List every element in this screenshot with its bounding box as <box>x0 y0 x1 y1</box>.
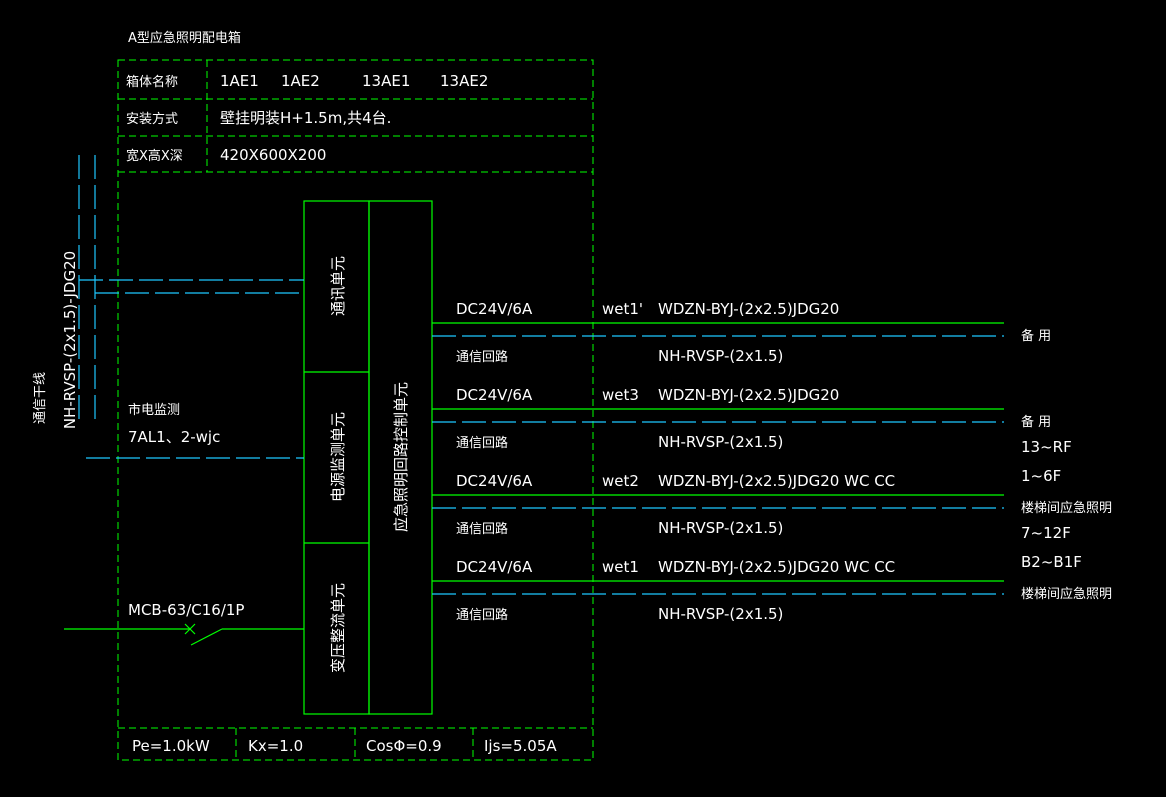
circuit-comm-label: 通信回路 <box>456 349 508 365</box>
circuit-rating: DC24V/6A <box>456 386 533 404</box>
control-unit-label: 应急照明回路控制单元 <box>392 382 410 532</box>
header-value-13AE1: 13AE1 <box>362 72 410 90</box>
footer-ijs: Ijs=5.05A <box>484 737 557 755</box>
header-label-name: 箱体名称 <box>126 74 178 90</box>
circuit-rating: DC24V/6A <box>456 472 533 490</box>
power-monitor-unit-label: 电源监测单元 <box>329 412 347 502</box>
comm-unit-label: 通讯单元 <box>329 256 347 316</box>
box-title: A型应急照明配电箱 <box>128 30 241 46</box>
outer-box <box>117 59 594 761</box>
circuit-comm-cable: NH-RVSP-(2x1.5) <box>658 519 783 537</box>
footer-cos: CosΦ=0.9 <box>366 737 442 755</box>
header-value-size: 420X600X200 <box>220 146 326 164</box>
footer-kx: Kx=1.0 <box>248 737 303 755</box>
circuit-rating: DC24V/6A <box>456 558 533 576</box>
circuit-comm-cable: NH-RVSP-(2x1.5) <box>658 605 783 623</box>
circuit-id: wet2 <box>602 472 639 490</box>
circuit-dest-mid: B2~B1F <box>1021 553 1082 571</box>
header-value-1AE1: 1AE1 <box>220 72 259 90</box>
circuit-comm-label: 通信回路 <box>456 521 508 537</box>
circuit-cable: WDZN-BYJ-(2x2.5)JDG20 WC CC <box>658 558 895 576</box>
circuit-id: wet3 <box>602 386 639 404</box>
header-value-13AE2: 13AE2 <box>440 72 488 90</box>
breaker-x-2 <box>184 623 196 635</box>
header-value-1AE2: 1AE2 <box>281 72 320 90</box>
circuit-comm-label: 通信回路 <box>456 607 508 623</box>
circuit-dest-top: 7~12F <box>1021 524 1071 542</box>
control-unit-box <box>368 200 433 715</box>
transformer-unit-label: 变压整流单元 <box>329 583 347 673</box>
circuit-dest-mid: 1~6F <box>1021 467 1061 485</box>
circuit-cable: WDZN-BYJ-(2x2.5)JDG20 <box>658 386 839 404</box>
header-label-install: 安装方式 <box>126 111 178 127</box>
footer-pe: Pe=1.0kW <box>132 737 210 755</box>
circuit-comm-cable: NH-RVSP-(2x1.5) <box>658 433 783 451</box>
header-value-install: 壁挂明装H+1.5m,共4台. <box>220 109 391 127</box>
circuit-comm-label: 通信回路 <box>456 435 508 451</box>
circuit-dest-bottom: 备 用 <box>1021 328 1051 344</box>
circuit-dest-bottom: 楼梯间应急照明 <box>1021 586 1112 602</box>
circuit-cable: WDZN-BYJ-(2x2.5)JDG20 WC CC <box>658 472 895 490</box>
trunk-label: 通信干线 <box>33 372 48 424</box>
circuit-rating: DC24V/6A <box>456 300 533 318</box>
monitor-source: 7AL1、2-wjc <box>128 428 220 446</box>
breaker-label: MCB-63/C16/1P <box>128 601 244 619</box>
circuit-id: wet1' <box>602 300 643 318</box>
trunk-cable-label: NH-RVSP-(2x1.5)-JDG20 <box>61 251 79 429</box>
circuit-comm-cable: NH-RVSP-(2x1.5) <box>658 347 783 365</box>
circuit-dest-bottom: 楼梯间应急照明 <box>1021 500 1112 516</box>
circuit-dest-top: 13~RF <box>1021 438 1072 456</box>
output-circuits: DC24V/6A wet1' WDZN-BYJ-(2x2.5)JDG20 通信回路 NH… <box>432 300 1112 623</box>
circuit-id: wet1 <box>602 558 639 576</box>
header-label-size: 宽X高X深 <box>126 148 183 164</box>
monitor-label: 市电监测 <box>128 402 180 418</box>
circuit-dest-bottom: 备 用 <box>1021 414 1051 430</box>
breaker-switch <box>190 628 223 646</box>
circuit-cable: WDZN-BYJ-(2x2.5)JDG20 <box>658 300 839 318</box>
